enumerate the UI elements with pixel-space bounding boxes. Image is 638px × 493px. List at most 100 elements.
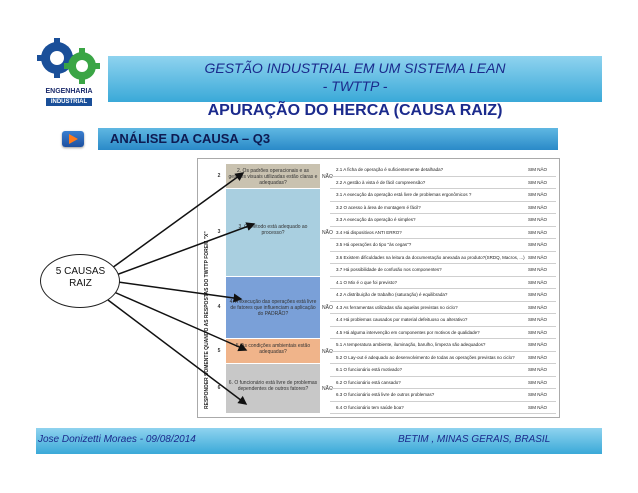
table-row xyxy=(330,213,556,214)
table-row xyxy=(330,300,556,302)
table-row xyxy=(330,338,556,339)
table-row xyxy=(330,263,556,264)
table-row xyxy=(330,275,556,277)
cause-box xyxy=(226,189,320,276)
sim-nao-options[interactable]: SIM NÃO xyxy=(528,192,548,197)
sim-nao-options[interactable]: SIM NÃO xyxy=(528,229,548,235)
question-text: 6.3 O funcionário está livre de outros p… xyxy=(336,392,435,397)
table-row xyxy=(330,375,556,377)
title-line-2: - TWTTP - xyxy=(322,78,388,94)
question-text: 4.5 Há alguma intervenção em componentes… xyxy=(336,329,480,335)
question-text: 4.4 Há problemas causados por material d… xyxy=(336,317,468,322)
callout-line-1: 5 CAUSAS xyxy=(55,266,106,277)
sim-nao-options[interactable]: SIM NÃO xyxy=(528,279,548,285)
arrow-2 xyxy=(115,222,256,276)
cause-box xyxy=(226,276,320,338)
question-text: 3.7 Há possibilidade de confusão nos com… xyxy=(336,267,442,272)
sim-nao-options[interactable]: SIM NÃO xyxy=(528,392,548,397)
sim-nao-options[interactable]: SIM NÃO xyxy=(528,167,548,172)
sim-nao-options[interactable]: SIM NÃO xyxy=(528,379,548,385)
section-label: ANÁLISE DA CAUSA – Q3 xyxy=(110,131,271,146)
sim-nao-options[interactable]: SIM NÃO xyxy=(528,342,548,347)
table-row xyxy=(330,175,556,177)
cause-text: 3. O método está adequado ao processo? xyxy=(238,223,308,236)
question-text: 3.3 A execução da operação é simples? xyxy=(336,217,416,222)
arrow-1 xyxy=(111,172,245,269)
table-row xyxy=(330,200,556,202)
cause-text: 4. A execução das operações está livre d… xyxy=(229,298,317,317)
page-subtitle: APURAÇÃO DO HERCA (CAUSA RAIZ) xyxy=(207,102,503,119)
sim-nao-options[interactable]: SIM NÃO xyxy=(528,354,548,360)
vertical-label-text: RESPONDER SOMENTE QUANDO AS RESPOSTAS DO… xyxy=(204,231,210,409)
footer-author: Jose Donizetti Moraes - 09/08/2014 xyxy=(38,434,196,445)
root-cause-callout xyxy=(40,254,120,308)
question-text: 3.1 A execução da operação está livre de… xyxy=(336,192,472,197)
question-text: 2.2 A gestão à vista é de fácil compreen… xyxy=(336,179,426,185)
cause-number: 5 xyxy=(217,347,221,354)
sim-nao-options[interactable]: SIM NÃO xyxy=(528,204,548,210)
question-text: 6.4 O funcionário tem saúde boa? xyxy=(336,404,404,410)
play-arrow-icon[interactable] xyxy=(62,131,84,147)
cause-text: 2. Os padrões operacionais e as gestões … xyxy=(228,167,318,186)
table-row xyxy=(330,313,556,314)
callout-line-2: RAIZ xyxy=(69,278,92,289)
question-text: 3.2 O acesso à área de montagem é fácil? xyxy=(336,204,421,210)
sim-nao-options[interactable]: SIM NÃO xyxy=(528,404,548,410)
table-row xyxy=(330,413,556,414)
footer-bar xyxy=(36,428,602,454)
sim-nao-options[interactable]: SIM NÃO xyxy=(528,267,548,272)
company-logo: ENGENHARIA INDUSTRIAL xyxy=(36,36,102,114)
cause-number: 2 xyxy=(217,172,221,179)
question-text: 6.2 O funcionário está cansado? xyxy=(336,379,401,385)
cause-number: 6 xyxy=(217,385,221,391)
vertical-label: RESPONDER SOMENTE QUANDO AS RESPOSTAS DO… xyxy=(204,231,210,409)
cause-text: 6. O funcionário está livre de problemas… xyxy=(228,380,318,392)
arrow-5 xyxy=(107,299,248,405)
table-row xyxy=(330,350,556,352)
cause-answer: NÃO xyxy=(322,386,333,392)
sim-nao-options[interactable]: SIM NÃO xyxy=(528,242,548,247)
footer-location: BETIM , MINAS GERAIS, BRASIL xyxy=(398,434,551,445)
question-text: 6.1 O funcionário está motivado? xyxy=(336,367,403,372)
question-text: 5.2 O Lay-out é adequado ao desenvolvime… xyxy=(336,354,515,360)
question-text: 3.6 Existem dificuldades na leitura da d… xyxy=(336,254,525,260)
table-row xyxy=(330,400,556,402)
gears-logo-icon xyxy=(37,38,100,84)
sim-nao-options[interactable]: SIM NÃO xyxy=(528,329,548,335)
sim-nao-options[interactable]: SIM NÃO xyxy=(528,254,548,260)
question-text: 3.4 Há dispositivos ANTI ERRO? xyxy=(336,229,402,235)
table-row xyxy=(330,225,556,227)
cause-answer: NÃO xyxy=(322,348,333,355)
sim-nao-options[interactable]: SIM NÃO xyxy=(528,179,548,185)
cause-answer: NÃO xyxy=(322,304,333,311)
sim-nao-options[interactable]: SIM NÃO xyxy=(528,367,548,372)
cause-answer: NÃO xyxy=(322,173,333,180)
arrow-4 xyxy=(113,291,248,352)
sim-nao-options[interactable]: SIM NÃO xyxy=(528,317,548,322)
logo-sub: INDUSTRIAL xyxy=(45,98,93,106)
title-line-1: GESTÃO INDUSTRIAL EM UM SISTEMA LEAN xyxy=(204,60,506,76)
question-text: 4.3 As ferramentas utilizadas são aquela… xyxy=(336,304,458,310)
question-text: 5.1 A temperatura ambiente, iluminação, … xyxy=(336,342,486,347)
arrow-3 xyxy=(117,281,243,303)
section-bar xyxy=(98,128,558,150)
logo-name: ENGENHARIA xyxy=(45,88,93,95)
question-text: 3.5 Há operações do tipo "às cegas"? xyxy=(336,242,412,247)
question-text: 4.1 O Mix é o que foi previsto? xyxy=(336,279,398,285)
cause-answer: NÃO xyxy=(322,229,333,236)
sim-nao-options[interactable]: SIM NÃO xyxy=(528,217,548,222)
table-row xyxy=(330,388,556,389)
question-text: 4.2 A distribuição de trabalho (saturaçã… xyxy=(336,292,448,297)
table-row xyxy=(330,188,556,189)
sim-nao-options[interactable]: SIM NÃO xyxy=(528,304,548,310)
sim-nao-options[interactable]: SIM NÃO xyxy=(528,292,548,297)
cause-number: 3 xyxy=(217,228,221,235)
cause-text: 5. As condições ambientais estão adequad… xyxy=(235,342,311,355)
table-row xyxy=(330,288,556,289)
question-text: 2.1 A ficha de operação é suficientement… xyxy=(336,167,444,172)
cause-number: 4 xyxy=(217,303,221,310)
title-bar xyxy=(108,56,602,102)
table-row xyxy=(330,325,556,327)
table-row xyxy=(330,238,556,239)
